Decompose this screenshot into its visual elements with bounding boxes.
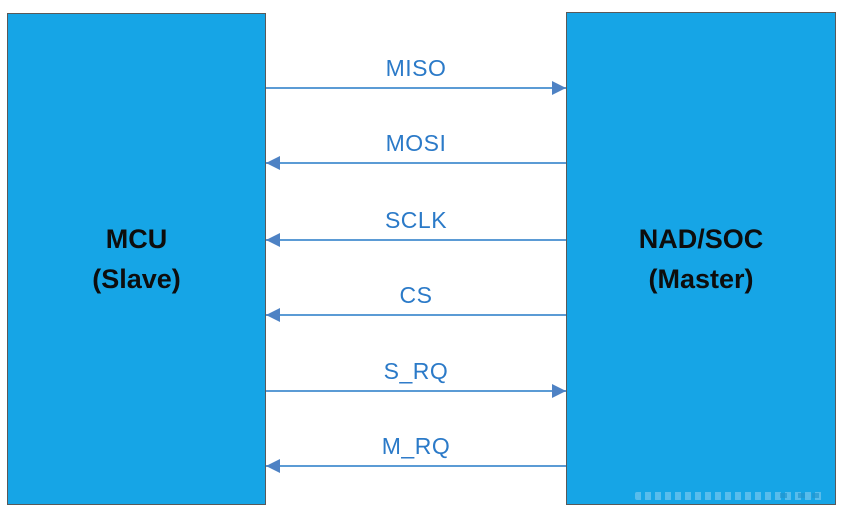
signal-label: M_RQ (381, 433, 451, 459)
signal-row: MISO (266, 55, 566, 103)
arrow-right-icon (266, 81, 566, 95)
signal-row: SCLK (266, 207, 566, 255)
signal-label: S_RQ (383, 358, 449, 384)
signal-label: MOSI (385, 130, 447, 156)
nad-soc-master-box: NAD/SOC (Master) (566, 12, 836, 505)
mcu-slave-box: MCU (Slave) (7, 13, 266, 505)
mcu-box-subtitle: (Slave) (92, 264, 181, 294)
arrow-left-icon (266, 459, 566, 473)
signal-row: M_RQ (266, 433, 566, 481)
arrow-left-icon (266, 308, 566, 322)
signal-label: CS (399, 282, 433, 308)
nad-box-subtitle: (Master) (648, 263, 754, 294)
signal-row: MOSI (266, 130, 566, 178)
watermark (635, 492, 825, 500)
arrow-left-icon (266, 233, 566, 247)
mcu-box-title: MCU (105, 224, 168, 254)
arrow-right-icon (266, 384, 566, 398)
arrow-left-icon (266, 156, 566, 170)
signal-label: MISO (385, 55, 447, 81)
signals-area: MISO MOSI SCLK CS S_RQ M_RQ (266, 0, 566, 514)
signal-row: S_RQ (266, 358, 566, 406)
signal-row: CS (266, 282, 566, 330)
nad-box-title: NAD/SOC (638, 223, 764, 254)
signal-label: SCLK (384, 207, 448, 233)
